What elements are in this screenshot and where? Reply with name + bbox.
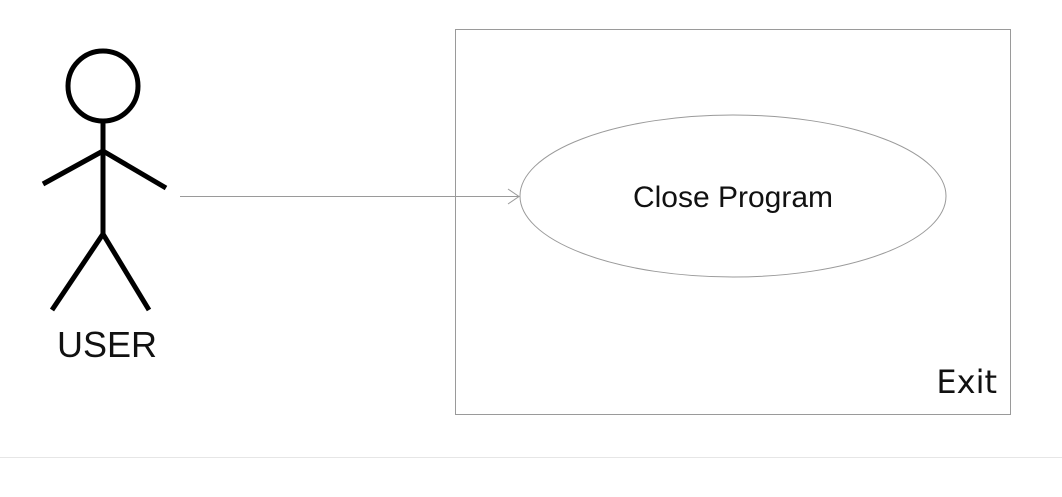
system-boundary[interactable]: Exit <box>455 29 1011 415</box>
arrowhead-icon <box>507 188 520 205</box>
actor-head <box>65 48 141 124</box>
actor-leg-left <box>49 232 106 312</box>
system-boundary-box <box>455 29 1011 415</box>
actor-user[interactable]: USER <box>41 48 168 365</box>
system-boundary-label: Exit <box>936 363 997 401</box>
actor-arms-left <box>41 148 105 187</box>
actor-label: USER <box>57 324 157 365</box>
association-arrow[interactable] <box>180 188 520 205</box>
use-case-label: Close Program <box>633 181 833 214</box>
stick-figure-icon <box>41 48 168 312</box>
use-case-ellipse <box>519 114 947 278</box>
actor-leg-right <box>100 232 152 312</box>
actor-arms-right <box>101 148 168 191</box>
use-case-close-program[interactable]: Close Program <box>519 114 947 278</box>
